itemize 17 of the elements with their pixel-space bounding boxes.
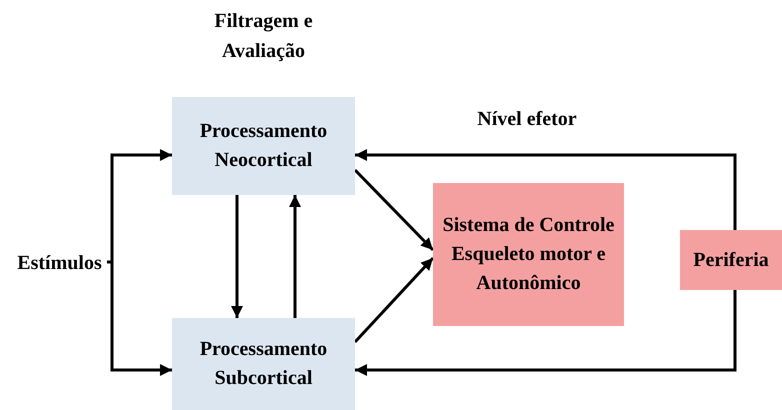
box-label: Periferia bbox=[693, 248, 769, 272]
diagram-label: Nível efetor bbox=[476, 107, 578, 132]
process-box bbox=[680, 230, 782, 290]
process-box bbox=[172, 97, 355, 195]
arrow bbox=[355, 149, 736, 230]
process-box bbox=[433, 183, 624, 326]
box-label: Processamento Neocortical bbox=[198, 119, 328, 173]
arrow bbox=[231, 195, 243, 318]
box-label: Processamento Subcortical bbox=[198, 337, 328, 391]
arrow bbox=[355, 290, 736, 376]
node-caption: Filtragem e Avaliação bbox=[213, 9, 314, 64]
arrow bbox=[354, 256, 434, 344]
box-label: Sistema de Controle Esqueleto motor e Autonômico bbox=[442, 213, 616, 296]
process-box bbox=[172, 318, 355, 410]
arrow bbox=[354, 168, 434, 252]
node-label: Estímulos bbox=[17, 250, 102, 276]
arrow bbox=[289, 195, 301, 318]
